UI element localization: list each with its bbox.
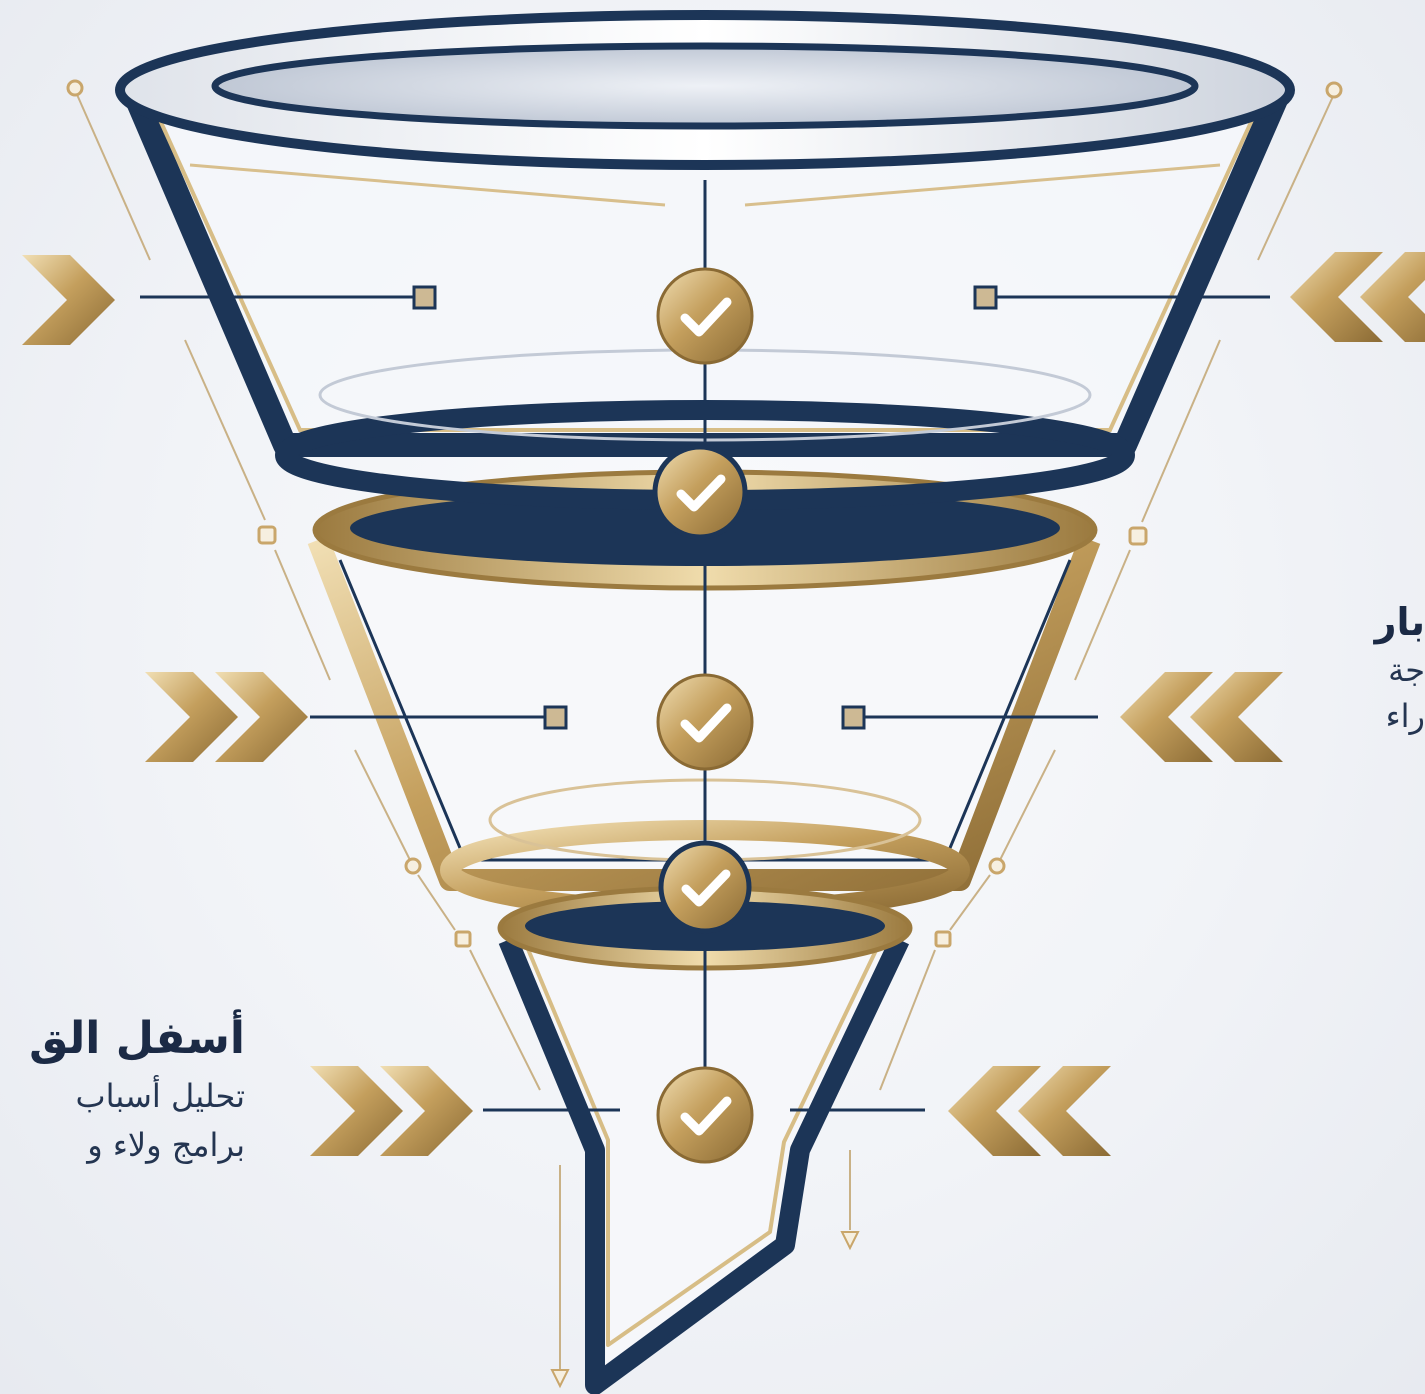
connector-square	[543, 705, 568, 730]
chevron-left-double-icon	[948, 1066, 1111, 1156]
check-badge-icon	[656, 1066, 754, 1164]
stage-3-heading: أسفل الق	[29, 1013, 245, 1064]
guide-line	[274, 549, 331, 681]
stage-3-body-line-1: تحليل أسباب	[75, 1077, 245, 1115]
check-badge-icon	[658, 840, 752, 934]
connectors	[140, 295, 1270, 1112]
guide-node	[1128, 526, 1148, 546]
guide-line	[1074, 549, 1131, 681]
guide-line	[417, 874, 456, 931]
chevron-right-double-icon	[145, 672, 308, 762]
chevrons	[22, 252, 1425, 1156]
stage-2-body-line-1: جة	[1388, 651, 1425, 689]
connector-square	[412, 285, 437, 310]
check-badge-icon	[656, 267, 754, 365]
guide-dot	[404, 857, 422, 875]
connector-squares	[412, 285, 998, 730]
guide-line	[184, 339, 266, 521]
guide-line	[999, 749, 1056, 861]
guide-arrow	[550, 1369, 570, 1389]
stage-3-body-line-2: برامج ولاء و	[87, 1126, 245, 1164]
guide-dot	[66, 79, 84, 97]
chevron-left-double-icon	[1290, 252, 1425, 342]
stage-3-text: أسفل الق تحليل أسباب برامج ولاء و	[0, 1008, 245, 1168]
guide-line	[354, 749, 411, 861]
guide-line	[74, 89, 151, 261]
check-badge-icon	[652, 444, 748, 540]
guide-arrow	[840, 1231, 860, 1251]
check-badge-icon	[656, 673, 754, 771]
check-badges	[652, 267, 754, 1164]
guide-line	[1141, 339, 1221, 523]
chevron-right-icon	[22, 255, 115, 345]
stage-2-text: بار جة راء	[1375, 598, 1425, 738]
guide-line	[1257, 91, 1336, 261]
guide-node	[454, 930, 472, 948]
connector-square	[973, 285, 998, 310]
guide-node	[934, 930, 952, 948]
guide-dot	[1325, 81, 1343, 99]
stage-2-body-line-2: راء	[1385, 697, 1425, 735]
guide-line	[879, 949, 936, 1091]
connector-square	[841, 705, 866, 730]
guide-node	[257, 525, 277, 545]
chevron-left-double-icon	[1120, 672, 1283, 762]
guide-line	[469, 949, 541, 1091]
stage-2-heading: بار	[1374, 600, 1425, 644]
guide-lines	[66, 79, 1343, 1389]
guide-dot	[988, 857, 1006, 875]
chevron-right-double-icon	[310, 1066, 473, 1156]
guide-line	[949, 874, 991, 931]
